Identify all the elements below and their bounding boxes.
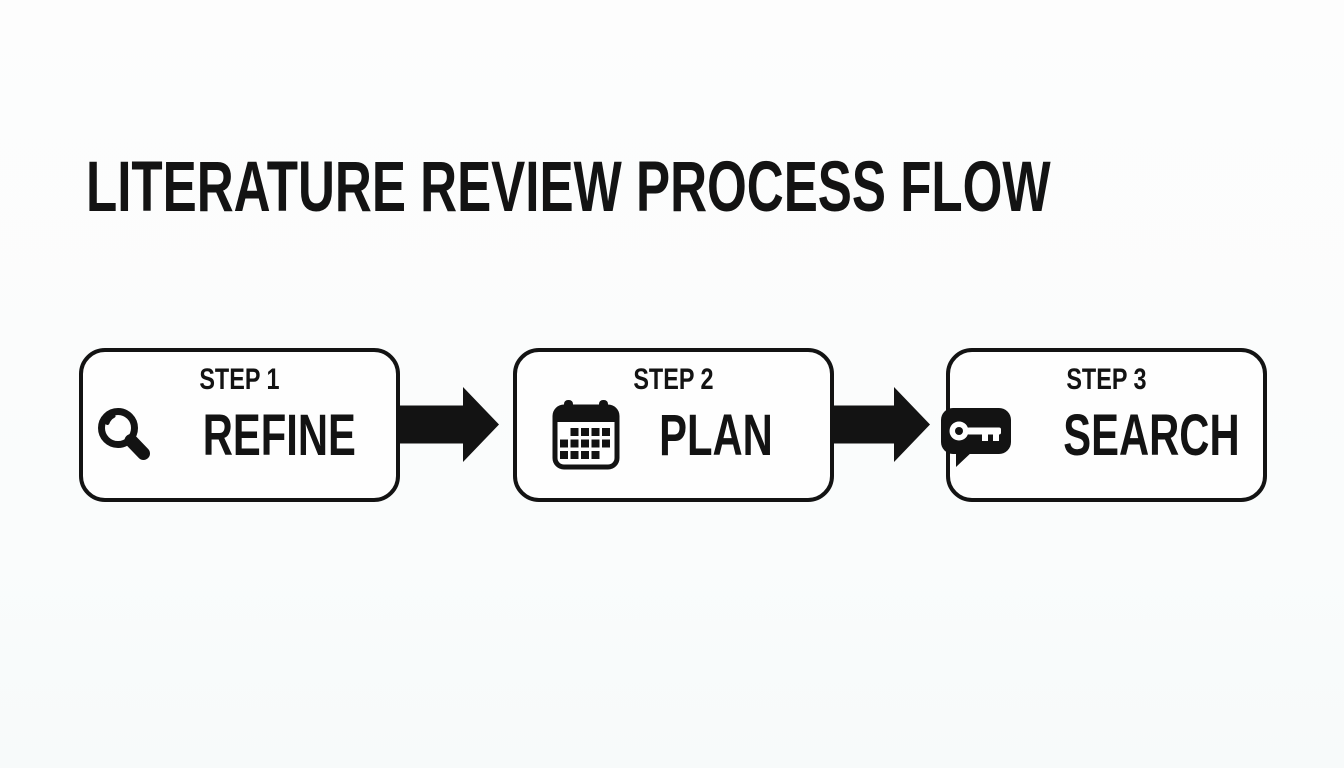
arrow-right-icon — [830, 387, 930, 462]
step-label: STEP 2 — [633, 363, 714, 396]
step-name: PLAN — [659, 403, 773, 468]
step-name: REFINE — [202, 403, 356, 468]
calendar-icon — [552, 400, 620, 472]
step-box-plan: STEP 2 — [513, 348, 834, 502]
arrow-right-icon — [399, 387, 499, 462]
step-main-row: SEARCH — [940, 399, 1274, 473]
step-main-row: REFINE — [94, 399, 386, 473]
step-label: STEP 3 — [1066, 363, 1147, 396]
step-box-search: STEP 3 SEARCH — [940, 348, 1267, 502]
page-title-text: LITERATURE REVIEW PROCESS FLOW — [86, 148, 1051, 227]
step-label: STEP 1 — [199, 363, 280, 396]
keyword-key-icon — [940, 404, 1012, 468]
step-box-refine: STEP 1 REFINE — [79, 348, 400, 502]
magnifying-glass-icon — [94, 405, 156, 467]
step-name: SEARCH — [1062, 403, 1240, 468]
page-title: LITERATURE REVIEW PROCESS FLOW — [86, 152, 1344, 223]
step-main-row: PLAN — [552, 399, 795, 473]
